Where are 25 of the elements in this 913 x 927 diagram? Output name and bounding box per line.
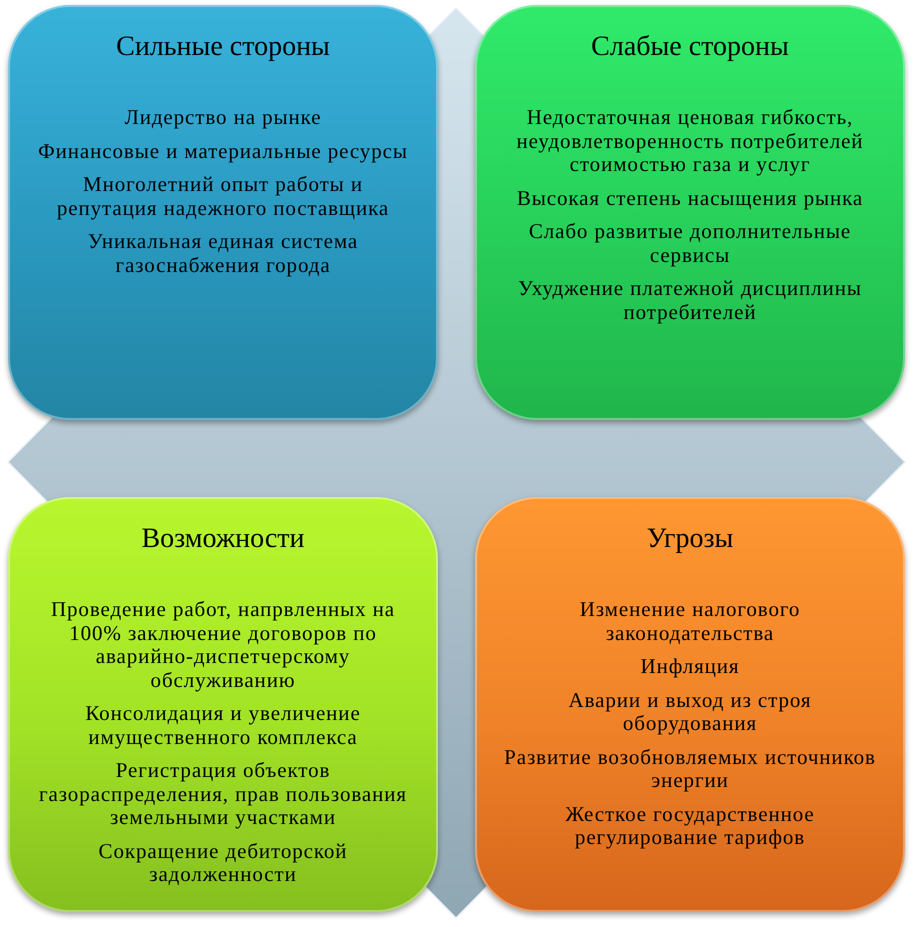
quadrant-item: Лидерство на рынке (124, 106, 322, 130)
quadrant-item: Финансовые и материальные ресурсы (37, 140, 409, 163)
quadrant-title: Слабые стороны (590, 31, 790, 63)
swot-quadrant (8, 5, 438, 420)
quadrant-title: Возможности (140, 523, 306, 555)
swot-quadrant (475, 5, 905, 420)
quadrant-item: Сокращение дебиторской задолженности (98, 840, 348, 886)
quadrant-item: Аварии и выход из строя оборудования (568, 688, 812, 736)
quadrant-item: Жесткое государственное регулирование тарифов (564, 802, 816, 850)
quadrant-item: Развитие возобновляемых источников энергии (504, 746, 876, 792)
quadrant-item: Ухуджение платежной дисциплины потребителей (517, 277, 863, 324)
quadrant-item: Многолетний опыт работы и репутация надежного поставщика (56, 173, 390, 220)
quadrant-item: Изменение налогового законодательства (578, 598, 802, 645)
quadrant-title: Сильные стороны (115, 31, 331, 63)
quadrant-item: Консолидация и увеличение имущественного комплекса (84, 702, 362, 749)
swot-quadrant (475, 497, 905, 912)
quadrant-item: Инфляция (640, 655, 740, 678)
quadrant-item: Высокая степень насыщения рынка (516, 186, 864, 210)
quadrant-item: Уникальная единая система газоснабжения города (86, 230, 360, 277)
swot-quadrant (8, 497, 438, 912)
quadrant-item: Недостаточная ценовая гибкость, неудовлетворенность потребителей стоимостью газа и услуг (516, 106, 864, 176)
quadrant-title: Угрозы (646, 523, 734, 555)
quadrant-item: Проведение работ, напрвленных на 100% заключение договоров по аварийно-диспетчерскому обслуживанию (50, 598, 396, 692)
quadrant-item: Регистрация объектов газораспределения, прав пользования земельными участками (38, 759, 408, 830)
quadrant-item: Слабо развитые дополнительные сервисы (528, 220, 852, 267)
